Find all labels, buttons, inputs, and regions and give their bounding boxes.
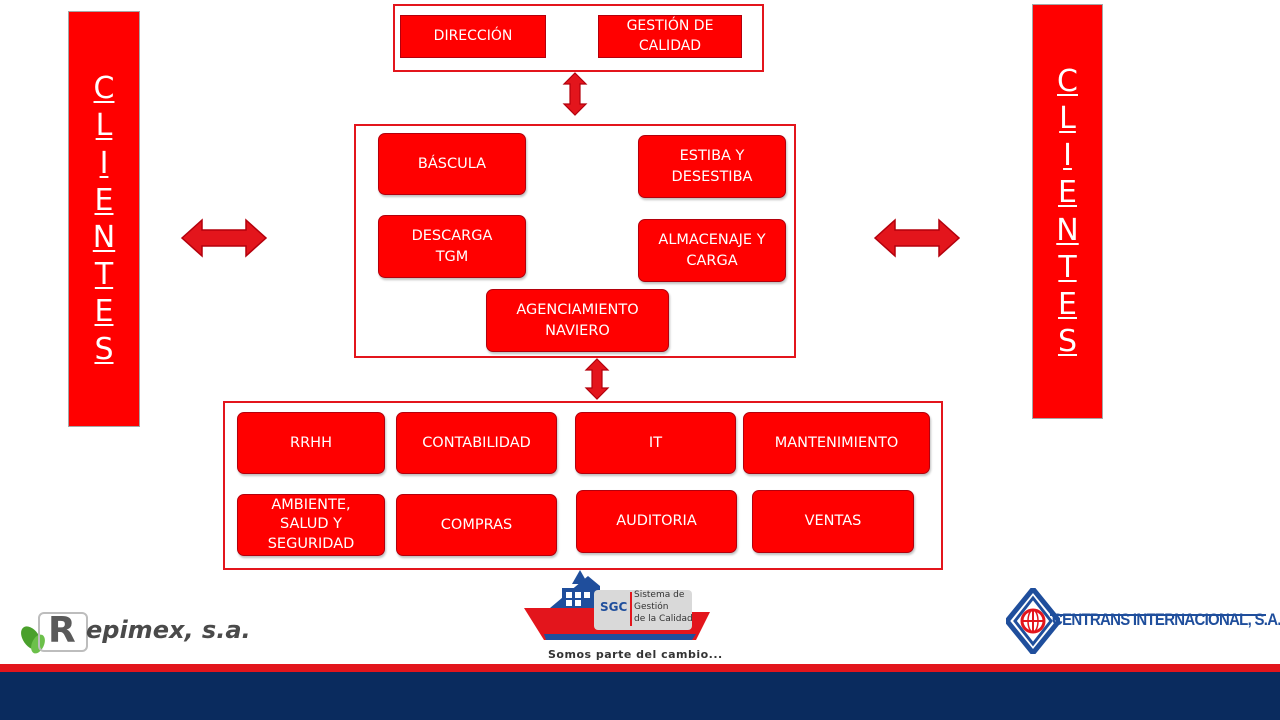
clientes-right-letter: S: [1057, 324, 1078, 360]
clientes-left-letter: I: [99, 145, 109, 181]
clientes-left-letter: N: [92, 220, 116, 255]
clientes-right-letter: T: [1058, 249, 1077, 285]
auditoria-box: AUDITORIA: [576, 490, 737, 553]
sgc-badge-text: SGC: [600, 600, 628, 614]
clientes-right-letter: C: [1057, 63, 1078, 99]
ventas-box: VENTAS: [752, 490, 914, 553]
sgc-badge: [594, 590, 692, 630]
sgc-text-line3: de la Calidad: [634, 614, 693, 624]
clientes-right-letter: N: [1056, 212, 1079, 248]
compras-box: COMPRAS: [396, 494, 557, 556]
footer-red-stripe: [0, 664, 1280, 672]
repimex-wordmark: epimex, s.a.: [86, 616, 251, 644]
sgc-text-line1: Sistema de: [634, 590, 685, 600]
left-double-arrow-icon: [180, 218, 268, 258]
sgc-slogan: Somos parte del cambio...: [548, 648, 723, 661]
rrhh-box: RRHH: [237, 412, 385, 474]
sgc-divider: [630, 592, 632, 626]
gestion-calidad-box: GESTIÓN DE CALIDAD: [598, 15, 742, 58]
clientes-left-letter: E: [94, 182, 114, 218]
clientes-right-letter: E: [1058, 175, 1077, 211]
clientes-left-letter: E: [94, 294, 114, 330]
clientes-right-letter: I: [1063, 138, 1072, 174]
it-box: IT: [575, 412, 736, 474]
repimex-logo: R epimex, s.a.: [18, 606, 258, 658]
bascula-box: BÁSCULA: [378, 133, 526, 195]
descarga-box: DESCARGA TGM: [378, 215, 526, 278]
estiba-box: ESTIBA Y DESESTIBA: [638, 135, 786, 198]
bottom-group-frame: [223, 401, 943, 570]
clientes-left-letter: T: [94, 257, 114, 293]
clientes-left-panel: C L I E N T E S: [68, 11, 140, 427]
footer-blue-bar: [0, 672, 1280, 720]
almacenaje-box: ALMACENAJE Y CARGA: [638, 219, 786, 282]
clientes-left-letter: L: [95, 108, 113, 144]
top-group-frame: [393, 4, 764, 72]
clientes-left-letter: C: [93, 71, 115, 107]
mantenimiento-box: MANTENIMIENTO: [743, 412, 930, 474]
sgc-text-line2: Gestión: [634, 602, 669, 612]
centrans-wordmark: CENTRANS INTERNACIONAL, S.A.: [1052, 610, 1280, 629]
clientes-right-letter: L: [1059, 100, 1076, 136]
repimex-r-mark: [38, 612, 88, 652]
direccion-box: DIRECCIÓN: [400, 15, 546, 58]
middle-group-frame: [354, 124, 796, 358]
repimex-initial: R: [48, 610, 76, 651]
ambiente-box: AMBIENTE, SALUD Y SEGURIDAD: [237, 494, 385, 556]
centrans-emblem-icon: [1006, 588, 1060, 654]
clientes-right-letter: E: [1058, 286, 1077, 322]
agenciamiento-box: AGENCIAMIENTO NAVIERO: [486, 289, 669, 352]
centrans-logo: CENTRANS INTERNACIONAL, S.A.: [1006, 588, 1280, 656]
bottom-vertical-double-arrow-icon: [584, 358, 610, 400]
right-double-arrow-icon: [873, 218, 961, 258]
clientes-left-letter: S: [94, 331, 114, 367]
contabilidad-box: CONTABILIDAD: [396, 412, 557, 474]
sgc-logo: SGC Sistema de Gestión de la Calidad Som…: [520, 568, 723, 662]
clientes-right-panel: C L I E N T E S: [1032, 4, 1103, 419]
centrans-text-underline: [1050, 614, 1266, 616]
top-vertical-double-arrow-icon: [562, 72, 588, 116]
